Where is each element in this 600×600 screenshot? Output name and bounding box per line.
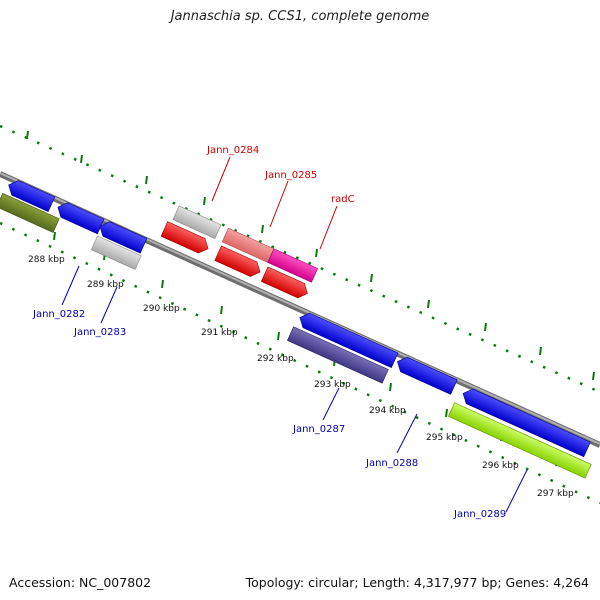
- scale-labels: 288 kbp 289 kbp 290 kbp 291 kbp 292 kbp …: [28, 255, 574, 499]
- gene-label-jann-0288[interactable]: Jann_0288: [365, 458, 418, 469]
- gene-arrow-jann-0283[interactable]: [97, 219, 148, 254]
- scale-label: 288 kbp: [28, 255, 65, 265]
- scale-label: 292 kbp: [257, 354, 294, 364]
- gene-box-olive[interactable]: [0, 192, 60, 233]
- forward-leaders: [211, 156, 338, 250]
- scale-label: 297 kbp: [537, 489, 574, 499]
- gene-box-grey[interactable]: [172, 205, 222, 239]
- gene-label-jann-0283[interactable]: Jann_0283: [73, 327, 126, 338]
- scale-label: 289 kbp: [87, 280, 124, 290]
- gene-arrow-forward-2[interactable]: [260, 266, 310, 301]
- gene-arrow-jann-0289[interactable]: [460, 386, 591, 458]
- gene-label-jann-0282[interactable]: Jann_0282: [32, 309, 85, 320]
- map-title: Jannaschia sp. CCS1, complete genome: [170, 9, 430, 24]
- gene-arrow-jann-0285[interactable]: [214, 245, 264, 280]
- scale-label: 296 kbp: [482, 461, 519, 471]
- scale-label: 290 kbp: [143, 304, 180, 314]
- gene-label-jann-0289[interactable]: Jann_0289: [453, 509, 506, 520]
- gene-box-lime[interactable]: [447, 402, 592, 479]
- gene-box-radc[interactable]: [267, 248, 319, 283]
- gene-arrow-jann-0284[interactable]: [160, 221, 211, 256]
- genome-summary-text: Topology: circular; Length: 4,317,977 bp…: [245, 575, 589, 590]
- gene-label-jann-0284[interactable]: Jann_0284: [206, 145, 259, 156]
- accession-text: Accession: NC_007802: [9, 575, 152, 590]
- gene-box-purple[interactable]: [286, 326, 389, 384]
- scale-label: 295 kbp: [426, 433, 463, 443]
- gene-arrow-jann-0282[interactable]: [5, 178, 56, 212]
- gene-label-jann-0287[interactable]: Jann_0287: [292, 424, 345, 435]
- gene-arrow-jann-0288[interactable]: [394, 354, 458, 395]
- reverse-leaders: [61, 265, 528, 513]
- gene-label-radc[interactable]: radC: [331, 194, 355, 205]
- scale-label: 293 kbp: [314, 380, 351, 390]
- inner-tick-track: [0, 221, 600, 505]
- gene-label-jann-0285[interactable]: Jann_0285: [264, 170, 317, 181]
- scale-label: 294 kbp: [369, 406, 406, 416]
- gene-arrow-jann-0287[interactable]: [297, 310, 399, 369]
- gene-arrow-reverse[interactable]: [55, 200, 105, 235]
- outer-tick-track: [0, 124, 600, 394]
- gene-box-grey-2[interactable]: [90, 235, 142, 270]
- scale-label: 291 kbp: [201, 328, 238, 338]
